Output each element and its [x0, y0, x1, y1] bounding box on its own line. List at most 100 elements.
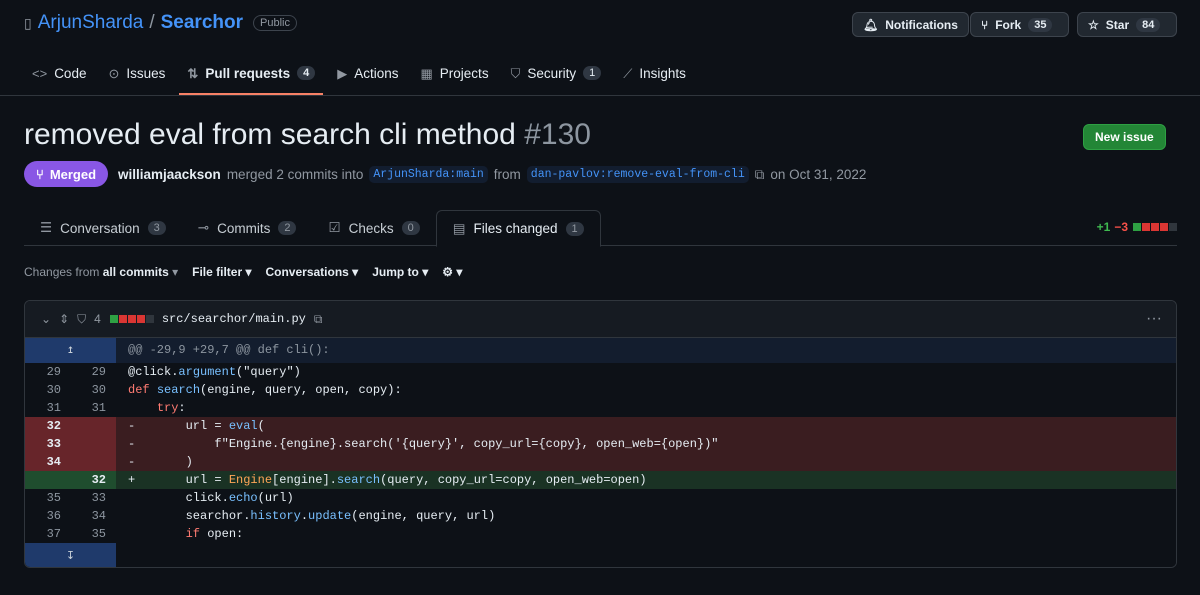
old-line-number[interactable]: 34: [25, 453, 71, 471]
diffstat-square: [1133, 223, 1141, 231]
file-path[interactable]: src/searchor/main.py: [161, 312, 306, 326]
pr-meta: williamjaackson merged 2 commits into Ar…: [118, 166, 866, 183]
notifications-label: Notifications: [885, 17, 958, 32]
old-line-number[interactable]: 35: [46, 491, 61, 505]
old-line-number[interactable]: 37: [46, 527, 61, 541]
copy-icon[interactable]: ⧉: [754, 166, 765, 182]
nav-projects[interactable]: ▦Projects: [413, 62, 497, 95]
old-line-number[interactable]: 32: [25, 417, 71, 435]
merged-label: Merged: [49, 166, 97, 182]
code-token: @click.: [128, 365, 179, 379]
code-token: Engine: [228, 473, 273, 487]
head-branch[interactable]: dan-pavlov:remove-eval-from-cli: [526, 166, 749, 183]
nav-icon: ⇅: [187, 66, 199, 81]
code-token: -: [128, 419, 186, 433]
new-line-number[interactable]: [71, 453, 116, 471]
new-line-number[interactable]: [71, 417, 116, 435]
old-line-number[interactable]: 29: [46, 365, 61, 379]
new-line-number[interactable]: 34: [91, 509, 106, 523]
code-token: (engine, query, open, copy):: [200, 383, 402, 397]
settings-dropdown[interactable]: ⚙ ▾: [442, 265, 463, 279]
conversations-label: Conversations: [265, 265, 349, 279]
diffstat-square: [118, 315, 127, 323]
code-token: (url): [257, 491, 294, 505]
merge-date: on Oct 31, 2022: [770, 167, 867, 182]
diffstat-square: [145, 315, 154, 323]
code-token: (query, copy_url=copy, open_web=open): [380, 473, 647, 487]
nav-actions[interactable]: ▶Actions: [329, 62, 406, 95]
nav-icon: ⊙: [108, 66, 120, 81]
nav-label: Pull requests: [205, 66, 291, 81]
nav-count: 4: [297, 66, 316, 80]
nav-issues[interactable]: ⊙Issues: [100, 62, 173, 95]
expand-all-icon[interactable]: ⇕: [59, 312, 70, 326]
chevron-down-icon[interactable]: ⌄: [41, 312, 52, 326]
new-line-number[interactable]: 35: [91, 527, 106, 541]
code-token: echo: [228, 491, 258, 505]
code-token: (: [257, 419, 265, 433]
new-line-number[interactable]: 32: [71, 471, 116, 489]
nav-icon: ⟋: [623, 66, 633, 81]
new-line-number[interactable]: 31: [91, 401, 106, 415]
diff-line: 33- f"Engine.{engine}.search('{query}', …: [25, 435, 1176, 453]
new-line-number[interactable]: [71, 435, 116, 453]
nav-pull-requests[interactable]: ⇅ Pull requests 4: [179, 62, 324, 95]
diffstat-square: [1142, 223, 1150, 231]
merged-badge: ⑂ Merged: [24, 161, 109, 187]
tab-label: Checks: [348, 220, 394, 236]
new-line-number[interactable]: 33: [91, 491, 106, 505]
more-options-icon[interactable]: ···: [1146, 310, 1162, 327]
conversations-dropdown[interactable]: Conversations ▾: [265, 265, 359, 279]
repo-name-link[interactable]: Searchor: [160, 12, 243, 33]
copy-path-icon[interactable]: ⧉: [313, 311, 323, 326]
changes-from-dropdown[interactable]: Changes from all commits ▾: [24, 265, 179, 279]
code-token: eval: [228, 419, 258, 433]
nav-code[interactable]: <>Code: [24, 62, 94, 95]
repo-owner-link[interactable]: ArjunSharda: [37, 12, 144, 33]
base-branch[interactable]: ArjunSharda:main: [369, 166, 488, 183]
old-line-number[interactable]: 30: [46, 383, 61, 397]
code-text: try:: [116, 399, 1176, 417]
tab-icon: ▤: [452, 220, 466, 236]
code-token: [128, 401, 157, 415]
new-line-number[interactable]: 30: [91, 383, 106, 397]
expand-down-icon[interactable]: ↧: [25, 543, 116, 567]
old-line-number[interactable]: 33: [25, 435, 71, 453]
old-line-number[interactable]: [25, 471, 71, 489]
old-line-number[interactable]: 31: [46, 401, 61, 415]
jump-to-label: Jump to: [372, 265, 419, 279]
author-link[interactable]: williamjaackson: [118, 167, 221, 182]
notifications-button[interactable]: 🔔︎ Notifications: [852, 12, 969, 37]
diff-toolbar: Changes from all commits ▾ File filter ▾…: [24, 265, 462, 279]
nav-insights[interactable]: ⟋ Insights: [615, 62, 694, 95]
nav-label: Insights: [639, 66, 686, 81]
nav-label: Actions: [354, 66, 399, 81]
file-diff: ⌄ ⇕ ⛉ 4 src/searchor/main.py ⧉ ··· ↥@@ -…: [24, 300, 1177, 568]
fork-icon: ⑂: [981, 17, 989, 32]
pr-title-text: removed eval from search cli method: [24, 118, 516, 151]
visibility-badge: Public: [253, 15, 297, 31]
new-issue-button[interactable]: New issue: [1083, 124, 1166, 150]
merge-icon: ⑂: [36, 166, 44, 182]
file-filter-dropdown[interactable]: File filter ▾: [192, 265, 252, 279]
expand-up-icon[interactable]: ↥: [25, 338, 116, 363]
jump-to-dropdown[interactable]: Jump to ▾: [372, 265, 429, 279]
nav-label: Projects: [439, 66, 489, 81]
new-line-number[interactable]: 29: [91, 365, 106, 379]
bell-icon: 🔔︎: [863, 17, 879, 32]
old-line-number[interactable]: 36: [46, 509, 61, 523]
code-token: url =: [185, 473, 229, 487]
diff-line: 34- ): [25, 453, 1176, 471]
diffstat-square: [1169, 223, 1177, 231]
divider: [0, 95, 1200, 96]
tab-count: 0: [401, 221, 420, 235]
nav-icon: ⛉: [510, 66, 521, 81]
